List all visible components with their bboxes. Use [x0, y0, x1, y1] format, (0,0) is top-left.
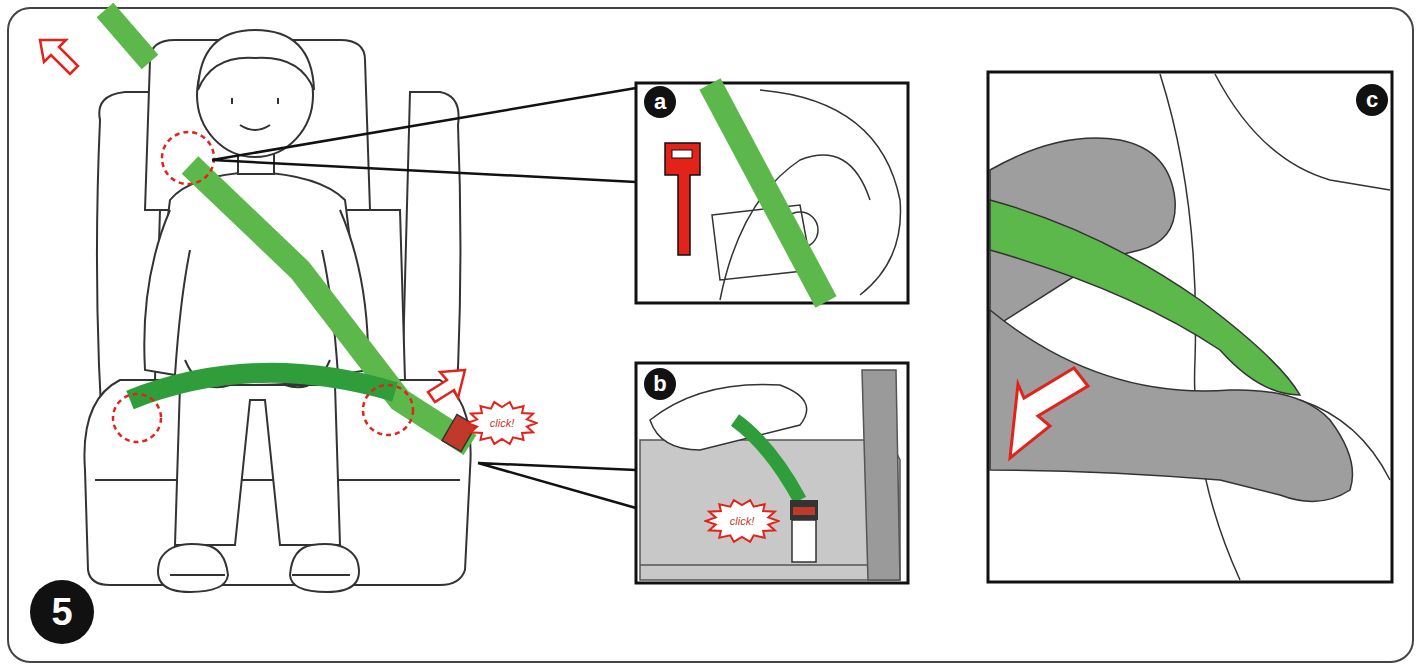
click-burst: click! — [704, 498, 780, 544]
red-markers — [363, 385, 413, 435]
panel-letter: a — [644, 86, 676, 118]
red-markers — [162, 132, 214, 184]
child — [144, 210, 190, 375]
detail-panel-a — [672, 150, 692, 158]
leader-line — [212, 88, 636, 182]
car-seat — [84, 380, 470, 585]
child — [170, 574, 350, 576]
panel-letter: b — [644, 368, 676, 400]
detail-panel-c — [1010, 368, 1088, 458]
click-label: click! — [490, 417, 514, 429]
leader-line — [478, 463, 636, 508]
detail-panel-a — [710, 84, 826, 302]
detail-panel-b — [792, 520, 816, 562]
badge-label: c — [1366, 87, 1378, 113]
child — [158, 544, 228, 592]
child — [198, 30, 314, 90]
detail-panel-c — [990, 200, 1300, 395]
pull-arrow — [40, 40, 78, 74]
red-markers — [113, 132, 413, 442]
badge-label: 5 — [51, 591, 72, 634]
detail-panel-c — [990, 310, 1353, 501]
red-markers — [113, 394, 161, 442]
leader-line — [212, 88, 636, 508]
pull-arrow — [40, 40, 465, 402]
pull-arrow — [428, 370, 465, 402]
child — [175, 385, 340, 545]
click-label: click! — [730, 515, 754, 527]
detail-panel-b — [790, 500, 818, 520]
detail-panel-b — [636, 363, 908, 583]
seat-belt — [190, 165, 470, 445]
detail-panel-b — [862, 370, 900, 580]
detail-panel-a — [636, 83, 908, 303]
detail-panel-a — [636, 83, 908, 303]
seat-belt — [130, 373, 395, 400]
detail-panel-c — [988, 72, 1392, 582]
child — [290, 544, 359, 592]
seat-belt — [105, 10, 150, 62]
detail-panel-c — [988, 72, 1392, 582]
child — [232, 98, 278, 130]
click-burst: click! — [466, 400, 538, 446]
detail-panel-b — [735, 420, 800, 500]
burst-outline — [706, 500, 779, 542]
panel-letter: c — [1356, 84, 1388, 116]
detail-panel-b — [650, 384, 807, 450]
frame — [8, 8, 1413, 662]
badge-label: a — [654, 89, 666, 115]
detail-panel-b — [636, 363, 908, 583]
badge-label: b — [653, 371, 666, 397]
detail-panel-a — [665, 143, 700, 255]
step-number: 5 — [30, 580, 94, 644]
burst-outline — [467, 402, 536, 444]
seat-belt — [105, 10, 476, 451]
detail-panel-b — [640, 564, 900, 566]
detail-panel-b — [793, 507, 815, 515]
